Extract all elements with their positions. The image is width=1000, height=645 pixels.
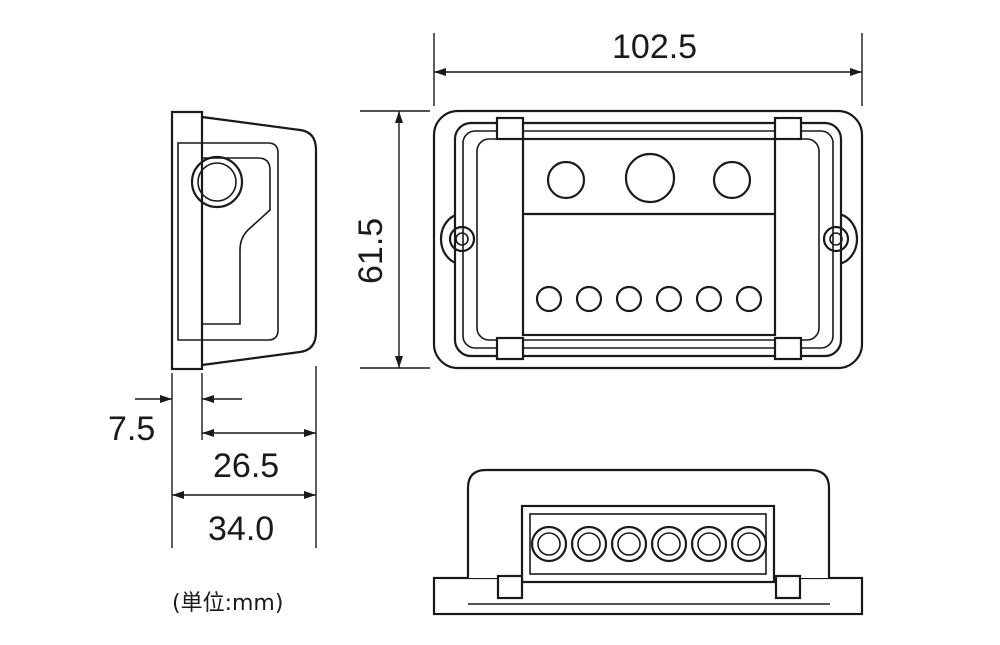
terminal-block: [521, 137, 777, 337]
input-hole-left: [546, 160, 586, 200]
output-hole: [535, 285, 563, 313]
bottom-clip-right: [774, 574, 802, 600]
terminal-outer: [610, 525, 648, 563]
terminal-outer: [530, 525, 568, 563]
output-hole: [655, 285, 683, 313]
clip-bottom-right: [773, 336, 803, 361]
side-view: [170, 110, 318, 371]
terminal-inner: [697, 532, 721, 556]
output-holes: [535, 285, 763, 313]
front-body: [453, 121, 843, 358]
output-hole: [615, 285, 643, 313]
clip-bottom-left: [495, 336, 525, 361]
terminal-outer: [690, 525, 728, 563]
dim-label-body-depth: 26.5: [213, 447, 279, 485]
dim-label-total-depth: 34.0: [208, 510, 274, 548]
side-hole-inner: [197, 162, 237, 202]
terminal-outer: [730, 525, 768, 563]
front-flange: [432, 109, 864, 370]
clip-top-left: [495, 116, 525, 141]
mount-hole-left-inner: [455, 232, 469, 246]
side-inner-block: [177, 142, 279, 341]
front-dimensions: [360, 33, 863, 369]
mount-hole-right: [822, 225, 850, 253]
input-hole-right: [712, 160, 752, 200]
front-body-inner: [462, 130, 834, 349]
terminal-inner: [737, 532, 761, 556]
terminal-inner: [617, 532, 641, 556]
input-hole-center: [624, 152, 676, 204]
mount-hole-left: [448, 225, 476, 253]
side-dimensions: [135, 366, 317, 548]
output-hole: [735, 285, 763, 313]
terminal-outer: [650, 525, 688, 563]
mount-hole-right-inner: [829, 232, 843, 246]
side-body: [201, 115, 318, 367]
dim-label-flange: 7.5: [108, 410, 155, 448]
side-hole-outer: [190, 155, 244, 209]
dim-label-height: 61.5: [352, 218, 390, 284]
output-hole: [575, 285, 603, 313]
bottom-terminals: [530, 525, 768, 563]
terminal-outer: [570, 525, 608, 563]
terminal-inner: [657, 532, 681, 556]
bottom-view: [432, 468, 864, 616]
output-hole: [695, 285, 723, 313]
unit-label: (単位:mm): [172, 591, 283, 616]
terminal-inner: [577, 532, 601, 556]
side-flange: [170, 110, 204, 371]
terminal-inner: [537, 532, 561, 556]
clip-top-right: [773, 116, 803, 141]
side-terminal-profile: [202, 157, 271, 325]
front-view: [432, 109, 864, 370]
dim-label-width: 102.5: [612, 28, 697, 66]
bottom-clip-left: [496, 574, 524, 600]
